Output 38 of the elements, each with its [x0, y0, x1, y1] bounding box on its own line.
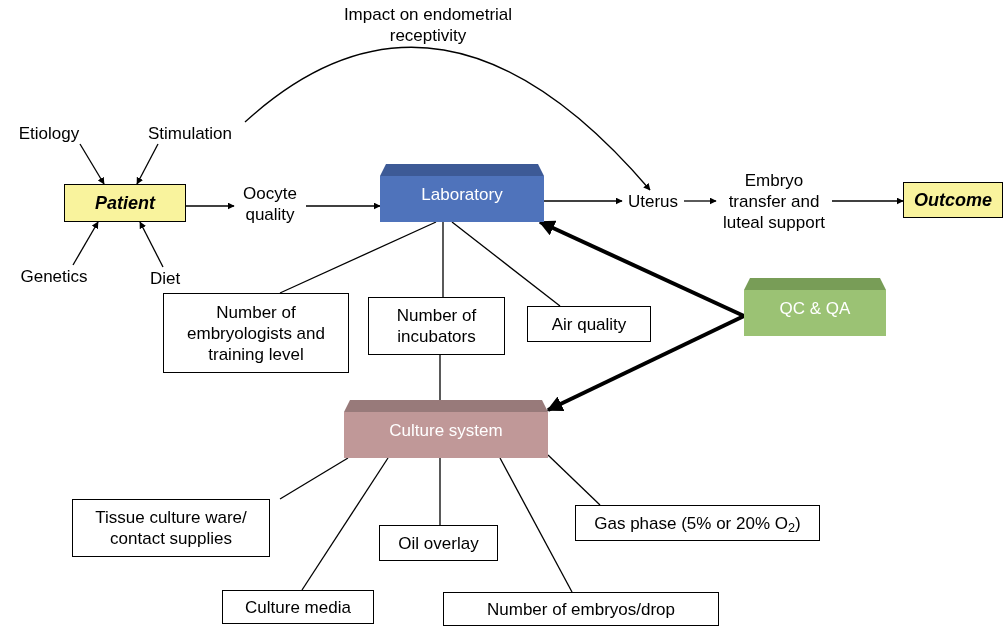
arrow — [683, 197, 717, 205]
connector-line — [279, 457, 349, 500]
connector-line — [279, 221, 437, 294]
factor-box: Oil overlay — [379, 525, 498, 561]
arrow — [185, 202, 235, 210]
connector-line — [439, 457, 441, 526]
connector-line — [499, 457, 573, 593]
factor-box: Tissue culture ware/ contact supplies — [72, 499, 270, 557]
arrow — [543, 197, 623, 205]
patient-box: Patient — [64, 184, 186, 222]
step-text: Embryo transfer and luteal support — [716, 168, 832, 234]
factor-box: Air quality — [527, 306, 651, 342]
connector-line — [301, 457, 389, 591]
factor-text: Stimulation — [135, 122, 245, 144]
arrow — [136, 143, 159, 185]
factor-box: Gas phase (5% or 20% O$_{2}$) — [575, 505, 820, 541]
arrow — [139, 221, 164, 268]
arrow — [305, 202, 381, 210]
arrow — [244, 46, 651, 191]
arrow — [831, 197, 904, 205]
step-text: Oocyte quality — [234, 182, 306, 226]
factor-text: Etiology — [10, 122, 88, 144]
arrow — [79, 143, 105, 185]
connector-line — [451, 221, 561, 307]
connector-line — [547, 454, 601, 506]
factor-box: Number of embryologists and training level — [163, 293, 349, 373]
outcome-box: Outcome — [903, 182, 1003, 218]
arrow — [72, 221, 99, 266]
factor-text: Genetics — [12, 265, 96, 287]
factor-box: Number of embryos/drop — [443, 592, 719, 626]
arrow — [538, 220, 745, 318]
factor-text: Diet — [145, 267, 185, 289]
connector-line — [442, 221, 444, 298]
factor-box: Number of incubators — [368, 297, 505, 355]
step-text: Uterus — [622, 190, 684, 212]
factor-box: Culture media — [222, 590, 374, 624]
connector-line — [439, 354, 441, 401]
arrow — [546, 314, 745, 412]
